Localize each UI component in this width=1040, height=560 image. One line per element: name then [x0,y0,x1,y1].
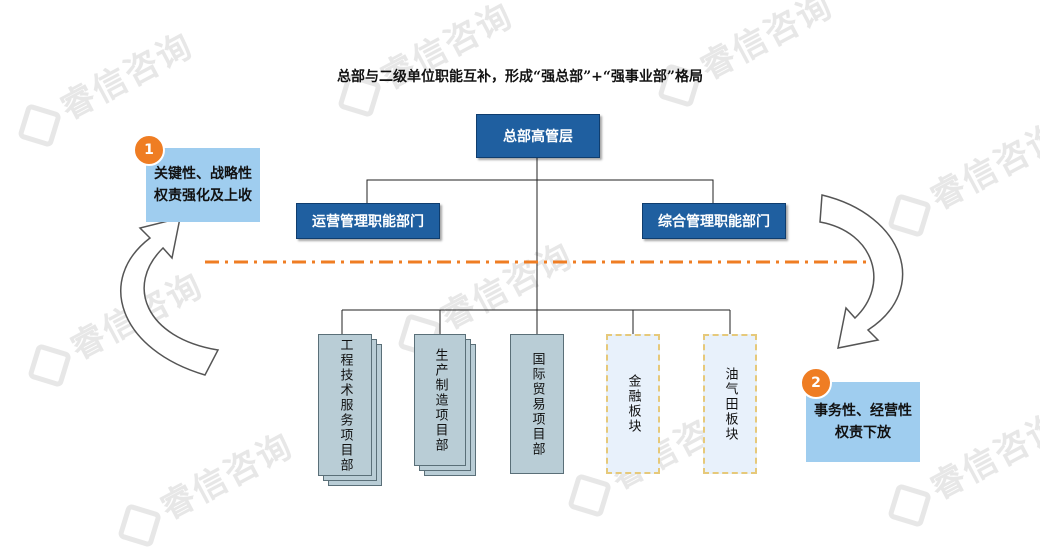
unit-manufacturing-box: 生产制造项目部 [414,334,466,466]
badge-1: 1 [133,134,165,166]
admin-dept-box: 综合管理职能部门 [642,203,786,239]
unit-oilfield-box: 油气田板块 [703,334,757,474]
unit-trade-box: 国际贸易项目部 [510,334,564,474]
top-management-box: 总部高管层 [476,114,600,158]
operations-dept-box: 运营管理职能部门 [296,203,440,239]
unit-engineering-box: 工程技术服务项目部 [318,334,372,476]
diagram-title: 总部与二级单位职能互补，形成“强总部”+“强事业部”格局 [337,69,703,85]
note-centralize: 关键性、战略性权责强化及上收 [146,148,260,222]
curved-arrow-up-icon [120,216,220,376]
curved-arrow-down-icon [819,194,904,349]
badge-2: 2 [800,367,832,399]
unit-finance-box: 金融板块 [606,334,660,474]
connectors [120,157,904,376]
